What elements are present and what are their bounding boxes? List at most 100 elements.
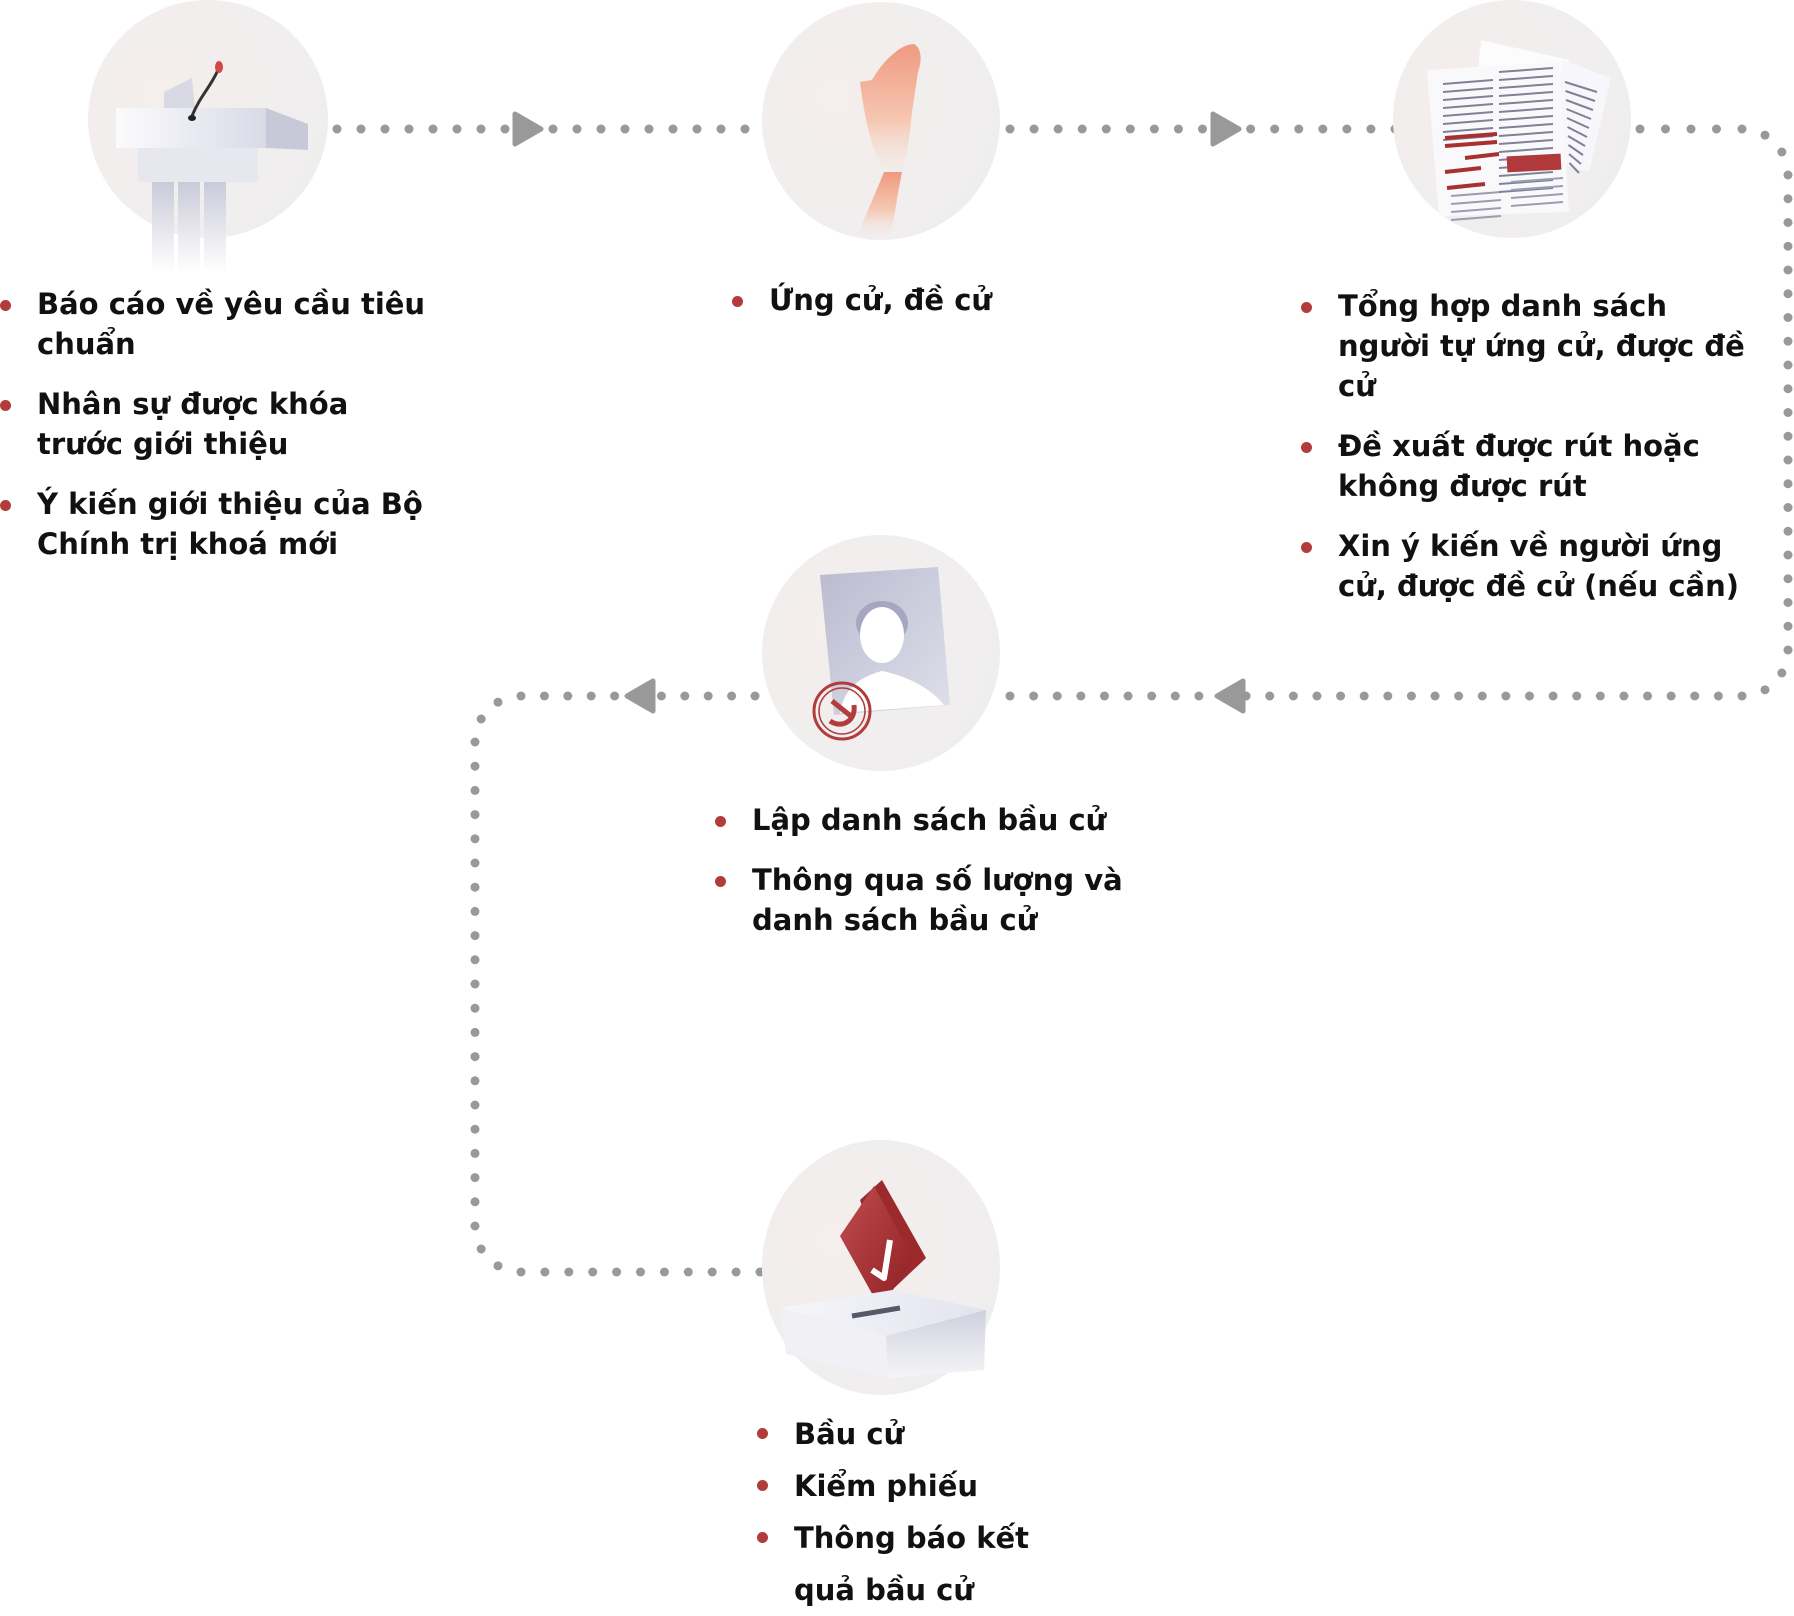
- connector-dot: [620, 124, 630, 134]
- connector-dot: [404, 124, 414, 134]
- list-item: Tổng hợp danh sách người tự ứng cử, được…: [1301, 286, 1761, 406]
- document-line: [1566, 117, 1590, 129]
- connector-dot: [476, 714, 486, 724]
- connector-dot: [1101, 124, 1111, 134]
- document-line: [1442, 111, 1494, 117]
- connector-dot: [516, 1267, 526, 1277]
- connector-dot: [644, 124, 654, 134]
- connector-dot: [470, 931, 480, 941]
- connector-dot: [1783, 218, 1793, 227]
- list-item: Thông báo kết quả bầu cử: [757, 1512, 1087, 1616]
- connector-dot: [1783, 408, 1793, 417]
- list-item: Nhân sự được khóa trước giới thiệu: [0, 384, 440, 464]
- connector-dot: [1777, 668, 1787, 678]
- connector-dot: [659, 1267, 669, 1277]
- document-line: [1567, 126, 1588, 138]
- connector-dot: [731, 1267, 741, 1277]
- document-line: [1498, 99, 1554, 105]
- connector-dot: [1783, 645, 1793, 655]
- connector-dot: [1783, 574, 1793, 584]
- connector-dot: [1572, 691, 1582, 701]
- connector-dot: [470, 979, 480, 989]
- connector-dot: [470, 1027, 480, 1037]
- connector-dot: [470, 1076, 480, 1086]
- step-3-list: Tổng hợp danh sách người tự ứng cử, được…: [1301, 286, 1761, 626]
- connector-dot: [703, 691, 713, 701]
- step-2-circle: [762, 2, 1000, 240]
- connector-dot: [1198, 124, 1207, 134]
- connector-arrows: [512, 111, 1246, 714]
- connector-dot: [1125, 124, 1135, 134]
- connector-dot: [332, 124, 342, 134]
- connector-dot: [588, 1267, 598, 1277]
- document-line: [1565, 99, 1594, 111]
- connector-dot: [1661, 124, 1670, 134]
- step-5-list: Bầu cử Kiểm phiếu Thông báo kết quả bầu …: [757, 1408, 1087, 1616]
- document-line: [1510, 185, 1564, 191]
- list-item: Kiểm phiếu: [757, 1460, 1087, 1512]
- connector-dot: [1783, 479, 1793, 489]
- list-item: Báo cáo về yêu cầu tiêu chuẩn: [0, 284, 440, 364]
- connector-dot: [1713, 691, 1723, 701]
- document-line: [1510, 177, 1564, 183]
- connector-dot: [470, 1221, 480, 1231]
- document-line: [1444, 140, 1498, 148]
- document-line: [1566, 108, 1592, 120]
- connector-dot: [1366, 124, 1376, 134]
- document-line: [1567, 135, 1586, 147]
- document-line: [1450, 199, 1502, 205]
- connector-dot: [1170, 691, 1180, 701]
- connector-dot: [1194, 691, 1204, 701]
- connector-dot: [470, 1148, 480, 1158]
- list-item: Đề xuất được rút hoặc không được rút: [1301, 426, 1761, 506]
- connector-dot: [1246, 124, 1256, 134]
- connector-dot: [636, 1267, 645, 1277]
- document-line: [1498, 83, 1554, 89]
- party-seal-icon: [812, 681, 872, 741]
- document-line: [1565, 90, 1596, 102]
- document-line: [1442, 95, 1494, 101]
- step-3-circle: [1393, 0, 1631, 238]
- connector-dot: [1783, 621, 1793, 631]
- document-line: [1498, 107, 1554, 113]
- connector-dot: [470, 955, 480, 965]
- document-line: [1498, 91, 1554, 97]
- connector-dot: [476, 124, 486, 134]
- list-item: Xin ý kiến về người ứng cử, được đề cử (…: [1301, 526, 1761, 606]
- connector-dot: [1336, 691, 1346, 701]
- candidate-photo-icon: [812, 567, 950, 741]
- connector-dot: [493, 1261, 503, 1271]
- connector-dot: [1099, 691, 1109, 701]
- connector-dot: [612, 1267, 622, 1277]
- list-item: Ứng cử, đề cử: [732, 280, 1052, 320]
- document-line: [1444, 132, 1498, 140]
- connector-dot: [1477, 691, 1487, 701]
- document-line: [1450, 215, 1502, 221]
- connector-dot: [470, 1003, 480, 1013]
- connector-dot: [1359, 691, 1369, 701]
- document-line: [1442, 119, 1494, 125]
- connector-dot: [470, 737, 480, 747]
- document-line: [1568, 153, 1582, 165]
- connector-dot: [1501, 691, 1511, 701]
- connector-dot: [1783, 526, 1793, 536]
- connector-dot: [516, 691, 526, 701]
- connector-dot: [1686, 124, 1696, 134]
- connector-dot: [470, 906, 480, 916]
- connector-dot: [1053, 124, 1063, 134]
- bullet-icon: [0, 400, 11, 411]
- connector-dot: [1454, 691, 1464, 701]
- bullet-icon: [715, 816, 726, 827]
- connector-dot: [470, 785, 480, 795]
- connector-dot: [1783, 455, 1793, 465]
- connector-dot: [470, 858, 480, 868]
- connector-dot: [1005, 124, 1015, 134]
- document-line: [1510, 193, 1564, 199]
- connector-dot: [750, 691, 760, 701]
- document-line: [1442, 79, 1494, 85]
- connector-dot: [1760, 130, 1770, 140]
- document-line: [1498, 131, 1554, 137]
- connector-dot: [380, 124, 390, 134]
- document-line: [1568, 162, 1580, 174]
- connector-dot: [1294, 124, 1304, 134]
